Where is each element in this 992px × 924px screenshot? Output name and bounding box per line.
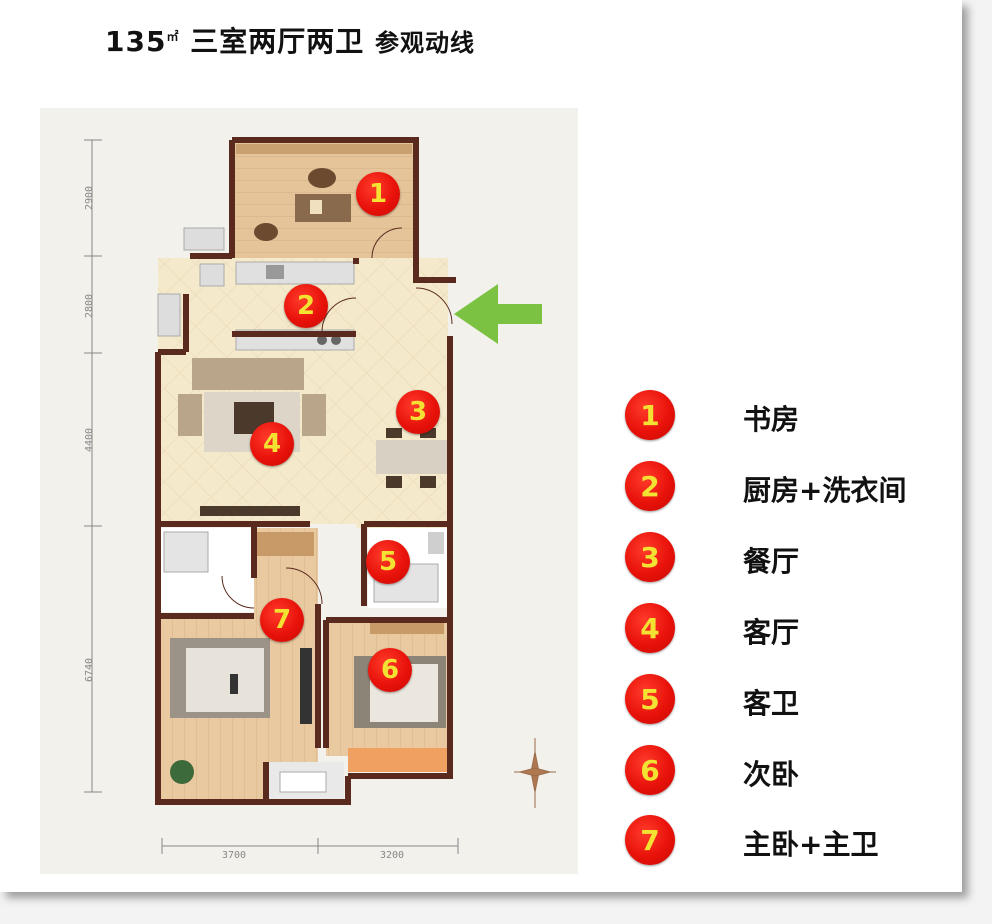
- legend-label: 书房: [743, 403, 800, 436]
- legend-item-living: 4 客厅: [625, 603, 955, 653]
- legend-item-dining: 3 餐厅: [625, 532, 955, 582]
- area-value: 135㎡: [105, 25, 180, 58]
- legend-label: 餐厅: [743, 545, 800, 578]
- legend-label: 次卧: [743, 758, 800, 791]
- dimension-line-left: [84, 139, 102, 793]
- page-title: 135㎡ 三室两厅两卫 参观动线: [105, 20, 475, 60]
- legend-label: 客厅: [743, 616, 800, 649]
- plan-marker-guest-bath: 5: [366, 540, 410, 584]
- dimension-label: 2900: [84, 185, 95, 210]
- legend-marker: 2: [625, 461, 675, 511]
- dimension-line-bottom: [161, 838, 459, 854]
- legend-item-kitchen: 2 厨房+洗衣间: [625, 461, 955, 511]
- legend-item-guest-bath: 5 客卫: [625, 674, 955, 724]
- legend-marker: 7: [625, 815, 675, 865]
- legend-label: 客卫: [743, 687, 800, 720]
- dining-furniture: [376, 428, 448, 488]
- legend-marker: 1: [625, 390, 675, 440]
- plan-marker-study: 1: [356, 172, 400, 216]
- dimension-label: 4400: [84, 427, 95, 452]
- dimension-label: 2800: [84, 293, 95, 318]
- living-furniture: [178, 358, 326, 516]
- compass-icon: [514, 738, 556, 808]
- door-arcs: [221, 227, 453, 609]
- legend-marker: 5: [625, 674, 675, 724]
- study-furniture: [236, 144, 412, 241]
- subtitle-label: 参观动线: [374, 29, 475, 57]
- dimension-label: 3700: [222, 850, 247, 861]
- plan-marker-master-bedroom: 7: [260, 598, 304, 642]
- dimension-label: 3200: [380, 850, 405, 861]
- floor-plan: [84, 137, 556, 854]
- legend-item-master-bedroom: 7 主卧+主卫: [625, 815, 955, 865]
- legend-marker: 4: [625, 603, 675, 653]
- legend-label: 主卧+主卫: [743, 828, 879, 861]
- arrow-left-icon: [454, 284, 542, 344]
- plan-marker-living: 4: [250, 422, 294, 466]
- balcony-floor: [348, 748, 448, 772]
- walls: [155, 137, 456, 805]
- plan-marker-kitchen: 2: [284, 284, 328, 328]
- legend-marker: 3: [625, 532, 675, 582]
- dimension-label: 6740: [84, 657, 95, 682]
- plan-marker-dining: 3: [396, 390, 440, 434]
- layout-label: 三室两厅两卫: [190, 25, 365, 58]
- legend-item-study: 1 书房: [625, 390, 955, 440]
- plan-marker-second-bedroom: 6: [368, 648, 412, 692]
- legend-marker: 6: [625, 745, 675, 795]
- legend-label: 厨房+洗衣间: [743, 474, 907, 507]
- legend-item-second-bedroom: 6 次卧: [625, 745, 955, 795]
